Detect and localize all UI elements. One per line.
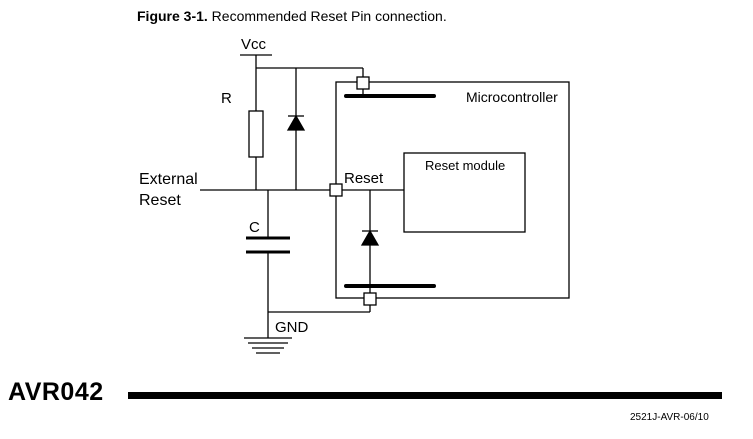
- vcc-rail: [240, 54, 364, 77]
- figure-number: Figure 3-1.: [137, 8, 208, 24]
- figure-caption: Figure 3-1. Recommended Reset Pin connec…: [137, 8, 447, 24]
- reset-pin-label: Reset: [344, 170, 384, 187]
- capacitor: [246, 190, 290, 338]
- reset-module-box: [403, 152, 526, 233]
- vcc-label: Vcc: [241, 36, 267, 53]
- gnd-label: GND: [275, 319, 309, 336]
- document-title: AVR042: [8, 378, 104, 406]
- microcontroller-label: Microcontroller: [466, 89, 558, 105]
- figure-title: Recommended Reset Pin connection.: [207, 8, 447, 24]
- resistor-label: R: [221, 90, 232, 107]
- gnd-pin: [363, 292, 377, 306]
- ground-symbol: [244, 305, 371, 354]
- external-diode: [286, 68, 306, 190]
- resistor: [248, 68, 264, 190]
- document-code: 2521J-AVR-06/10: [630, 412, 709, 423]
- reset-pin: [329, 183, 343, 197]
- reset-module-label: Reset module: [425, 158, 505, 173]
- vcc-pin: [356, 76, 370, 90]
- capacitor-label: C: [249, 219, 260, 236]
- footer-rule: [128, 392, 722, 399]
- external-reset-label-line1: External: [139, 171, 198, 188]
- internal-diode: [360, 190, 380, 286]
- external-reset-label-line2: Reset: [139, 192, 181, 209]
